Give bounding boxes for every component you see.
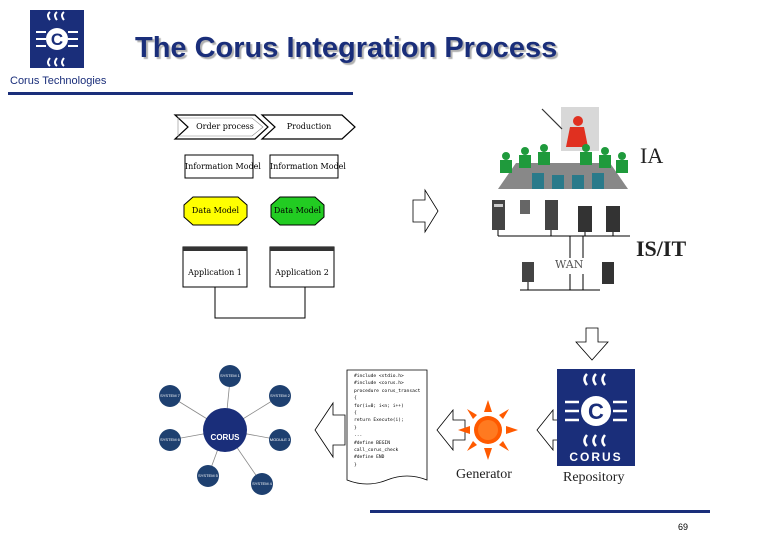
right-arrow-icon [412, 188, 439, 234]
hub-node-label: SYSTEM 7 [160, 393, 181, 398]
code-listing: #include <stdio.h> #include <corus.h> pr… [354, 374, 420, 468]
corus-repository-logo: C CORUS [557, 369, 635, 466]
order-process-label: Order process [196, 122, 254, 131]
application-2-box [269, 246, 335, 288]
footer-divider [370, 510, 710, 513]
hub-center [203, 408, 247, 452]
corus-logo-small: C [30, 10, 84, 68]
meeting-scene-icon [498, 107, 628, 189]
hub-node-label: SYSTEM 6 [160, 437, 181, 442]
page-number: 69 [678, 522, 689, 532]
wan-label: WAN [555, 258, 584, 271]
data-model-2-label: Data Model [273, 206, 322, 215]
data-model-1-label: Data Model [191, 206, 240, 215]
repository-label: Repository [563, 470, 625, 485]
svg-text:C: C [588, 399, 604, 424]
generator-sun-icon [458, 400, 518, 460]
hub-node-label: SYSTEM 2 [270, 393, 291, 398]
corus-hub-diagram: SYSTEM 1 SYSTEM 2 MODULE 3 SYSTEM 4 SYST… [159, 365, 291, 495]
hub-node-label: SYSTEM 1 [220, 373, 241, 378]
application-1-box [182, 246, 248, 288]
hub-node-label: MODULE 3 [270, 437, 291, 442]
hub-center-label: CORUS [211, 433, 241, 442]
printer-icon [578, 206, 592, 232]
server-icon [545, 200, 558, 230]
info-model-1-box [184, 154, 254, 179]
order-process-chevron [173, 114, 269, 140]
down-arrow-icon [575, 327, 609, 361]
logo-text: CORUS [569, 450, 622, 464]
hub-node-label: SYSTEM 5 [198, 473, 219, 478]
left-arrow-icon [436, 408, 466, 452]
header-divider [8, 92, 353, 95]
server-icon [492, 200, 505, 230]
server-icon [522, 262, 534, 282]
data-model-1-shape [183, 196, 248, 226]
server-icon [602, 262, 614, 284]
company-name: Corus Technologies [10, 75, 107, 87]
isit-label: IS/IT [636, 236, 687, 261]
production-chevron [260, 114, 356, 140]
source-code-document [346, 369, 428, 485]
application-link [214, 287, 306, 319]
desktop-icon [520, 200, 530, 214]
info-model-1-label: Information Model [185, 162, 261, 171]
info-model-2-box [269, 154, 339, 179]
svg-text:C: C [51, 30, 63, 49]
hub-node [159, 365, 291, 495]
hub-node-label: SYSTEM 4 [252, 481, 273, 486]
info-model-2-label: Information Model [270, 162, 346, 171]
application-1-label: Application 1 [188, 268, 242, 277]
ia-label: IA [640, 143, 664, 168]
data-model-2-shape [270, 196, 325, 226]
slide-title: The Corus Integration Process [135, 32, 558, 64]
production-label: Production [286, 122, 332, 131]
generator-label: Generator [456, 467, 512, 482]
left-arrow-icon [314, 401, 346, 459]
printer-icon [606, 206, 620, 232]
application-2-label: Application 2 [275, 268, 329, 277]
